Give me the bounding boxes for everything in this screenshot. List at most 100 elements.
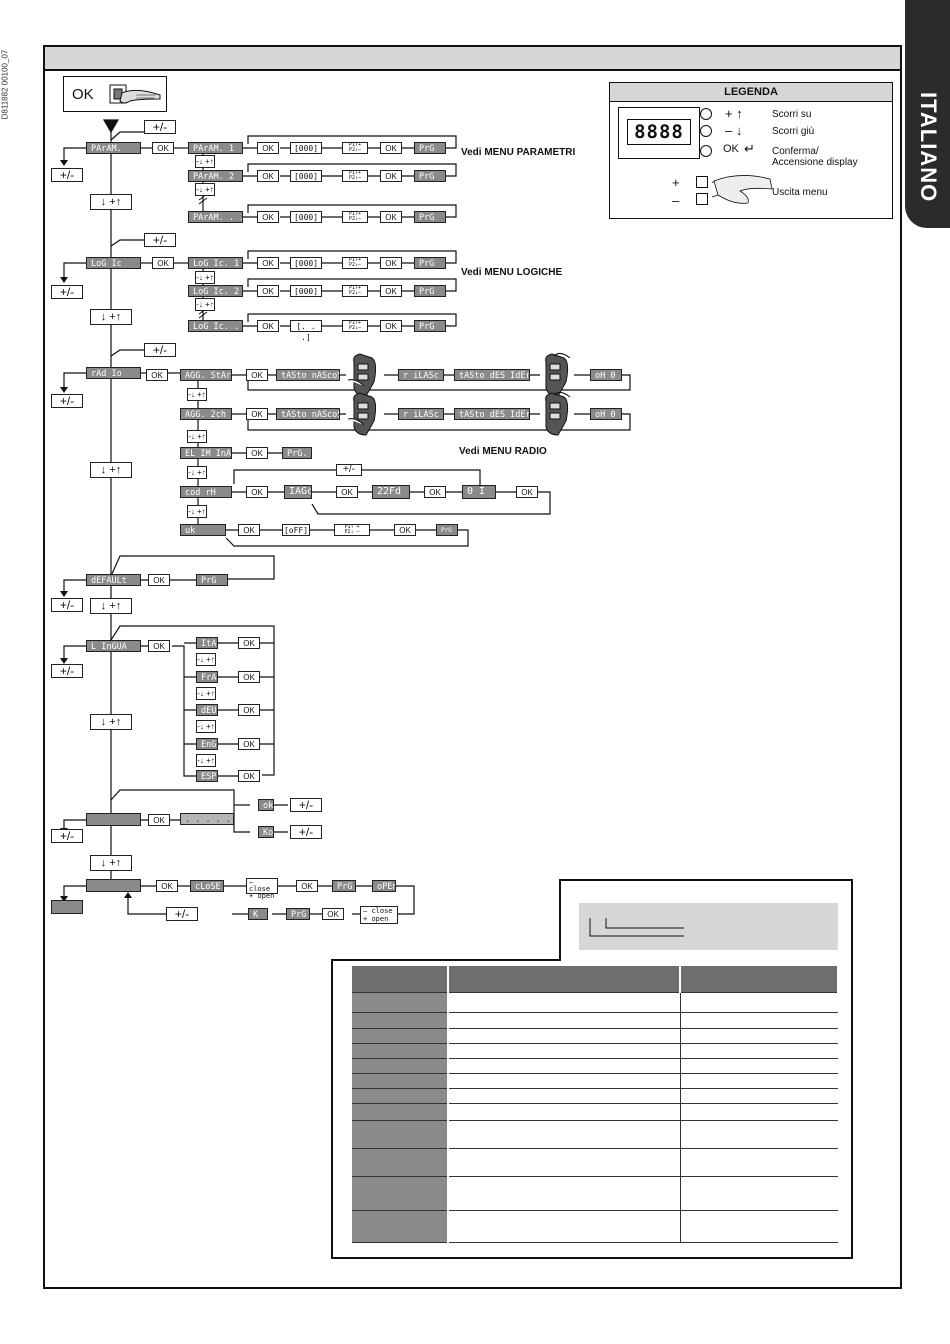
table-row [352,1043,838,1059]
remote-control-icon [348,392,377,436]
table-row [352,1058,838,1074]
menu-blank [86,813,141,826]
value-000: [000] [290,170,322,182]
logic-item-1: LoG Ic. 1 [188,257,243,269]
desired-key-display: tASto dES IdErAto [454,369,530,381]
display-digits: 8888 [627,119,691,145]
prg-display: PrG [414,320,446,332]
arrow-down-icon: – ↓ [725,123,743,138]
updown-button: ↓ +↑ [90,462,132,478]
data-table [352,966,839,1243]
note-logic: Vedi MENU LOGICHE [461,267,563,278]
small-updown: -↓ +↑ [187,466,207,479]
prg-display: PrG [436,524,458,536]
close-display: cLoSE [190,880,224,892]
ok-button: OK [238,704,260,716]
ok-button: OK [238,637,260,649]
header-bar [43,45,902,71]
updown-button: ↓ +↑ [90,714,132,730]
p1p2-keys: P1↑+P2↓– [342,170,368,182]
info-box [579,903,838,950]
small-updown: -↓ +↑ [196,720,216,733]
small-updown: -↓ +↑ [195,298,215,311]
ok-button: OK [238,671,260,683]
close-label: close [249,885,271,893]
plusminus-button: +/- [51,829,83,843]
ok-button: OK [246,408,268,420]
ok-press-box: OK [63,76,167,112]
plusminus-button: +/- [51,598,83,612]
plusminus-button: +/- [144,343,176,357]
table-row [352,992,838,1013]
remote-control-icon [545,391,570,436]
ok-button: OK [380,285,402,297]
exit-blank [51,900,83,914]
prg-display: PrG [414,285,446,297]
plusminus-button: +/- [290,825,322,839]
plusminus-button: +/- [290,798,322,812]
ok-button: OK [148,814,170,826]
logic-item-n: LoG Ic. . . . [188,320,243,332]
ok-button: OK [380,320,402,332]
language-deu: dEU [196,704,218,716]
legend-down-text: Scorri giù [772,126,815,137]
ok-button: OK [424,486,446,498]
display-unit: 8888 [618,107,700,159]
param-item-2: PArAM. 2 [188,170,243,182]
small-updown: -↓ +↑ [187,430,207,443]
off-value: [oFF] [282,524,310,536]
enter-icon: ↵ [744,141,755,156]
code-display: 22Fd [372,485,410,499]
legend-ok-key [700,145,712,157]
ok-button: OK [257,257,279,269]
prg-display: PrG [414,170,446,182]
p1p2-keys: P1↑+P2↓– [342,211,368,223]
legend-up-key [700,108,712,120]
menu-logic: LoG Ic [86,257,141,269]
value-dots: [. . .] [290,320,322,342]
small-updown: -↓ +↑ [195,271,215,284]
ok-button: OK [296,880,318,892]
ok-button: OK [257,285,279,297]
ok-button: OK [380,170,402,182]
ok-button: OK [156,880,178,892]
ok-button: OK [394,524,416,536]
legend-confirm-text: Conferma/ [772,146,819,157]
small-updown: -↓ +↑ [196,754,216,767]
updown-button: ↓ +↑ [90,598,132,614]
small-updown: -↓ +↑ [187,388,207,401]
small-updown: -↓ +↑ [195,155,215,168]
plusminus-button: +/- [144,120,176,134]
radio-item-add-start: AGG. StArt [180,369,232,381]
ko-result: Ko [258,826,274,838]
language-tab: ITALIANO [905,0,950,228]
legend-minus: – [672,193,680,208]
prg-display: PrG [286,908,310,920]
ok-button: OK [257,320,279,332]
ok01-display: oH 0 I [590,408,622,420]
prg-display: PrG [414,257,446,269]
menu-radio: rAd Io [86,367,141,379]
table-row [352,1073,838,1089]
ok-button: OK [322,908,344,920]
table-header-row [352,966,839,993]
small-updown: -↓ +↑ [187,505,207,518]
updown-button: ↓ +↑ [90,309,132,325]
p1p2-keys: P1↑+P2↓– [342,320,368,332]
table-row [352,1103,838,1121]
open-label: open [371,915,389,923]
code01-display: 0 I [462,485,496,499]
value-000: [000] [290,142,322,154]
plusminus-button: +/- [51,168,83,182]
open-label: open [257,892,275,900]
table-row [352,1120,838,1149]
updown-button: ↓ +↑ [90,194,132,210]
language-eng: EnG [196,738,218,750]
ok-button: OK [246,447,268,459]
prg-display: PrG [196,574,228,586]
radio-item-code: cod rH [180,486,232,498]
radio-item-add-2ch: AGG. 2ch [180,408,232,420]
plusminus-button: +/- [51,664,83,678]
ok-button: OK [257,142,279,154]
value-000: [000] [290,285,322,297]
